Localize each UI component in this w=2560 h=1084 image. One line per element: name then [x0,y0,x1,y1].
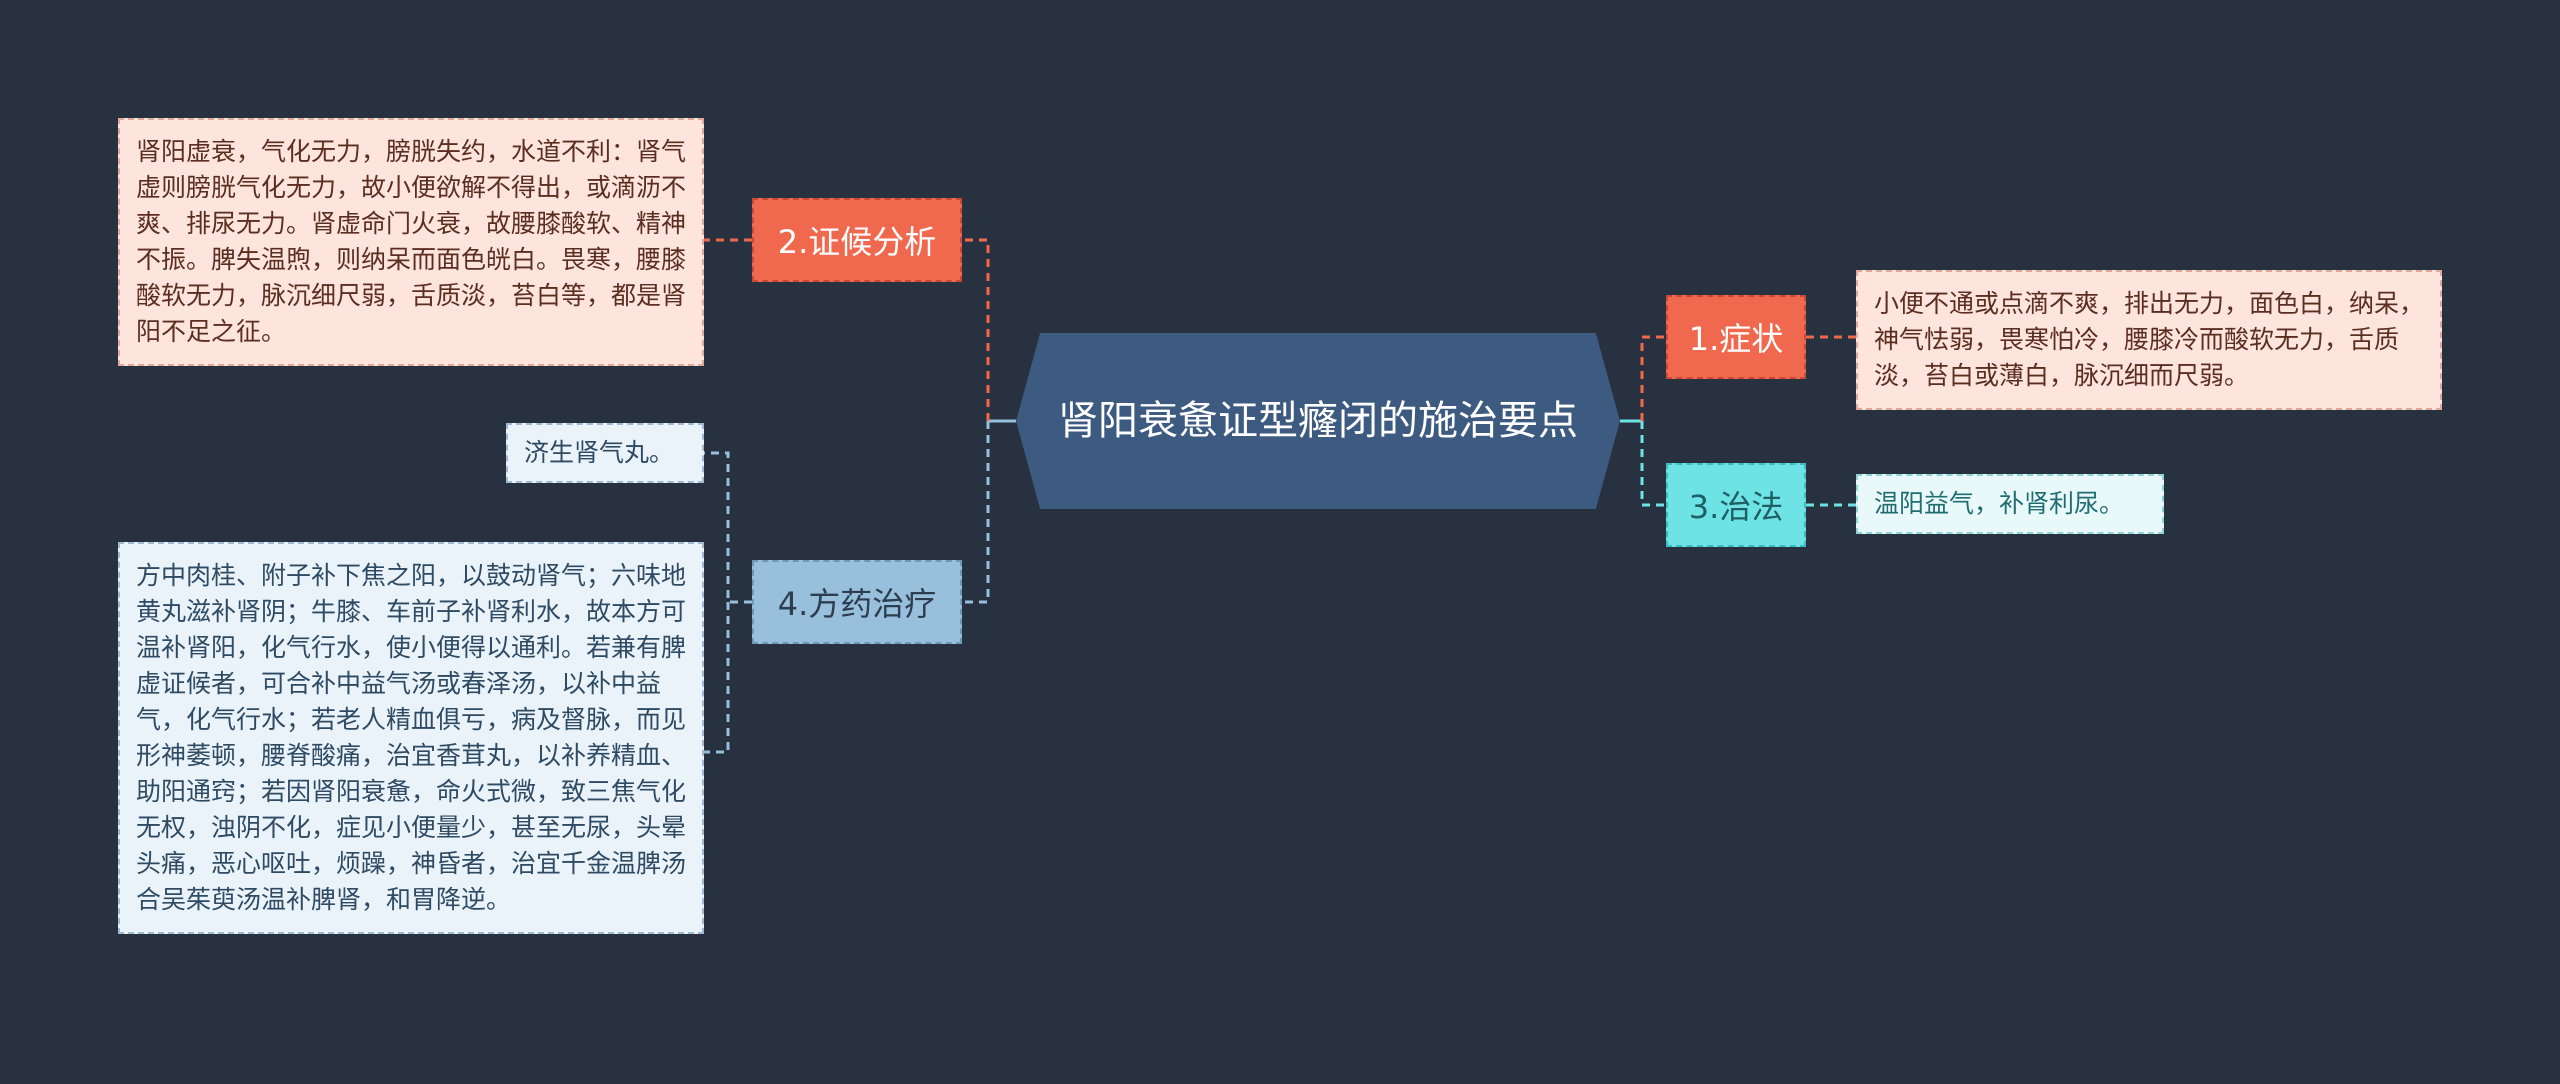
leaf-formula-name: 济生肾气丸。 [506,423,704,483]
branch-1-symptoms[interactable]: 1.症状 [1666,295,1806,379]
branch-4-treatment[interactable]: 4.方药治疗 [752,560,962,644]
branch-2-label: 2.证候分析 [777,223,937,261]
leaf-symptoms-text: 小便不通或点滴不爽，排出无力，面色白，纳呆，神气怯弱，畏寒怕冷，腰膝冷而酸软无力… [1856,270,2442,410]
central-topic-label: 肾阳衰惫证型癃闭的施治要点 [1058,398,1578,444]
central-topic[interactable]: 肾阳衰惫证型癃闭的施治要点 [1016,333,1620,509]
branch-3-label: 3.治法 [1688,488,1784,526]
leaf-formula-detail: 方中肉桂、附子补下焦之阳，以鼓动肾气；六味地黄丸滋补肾阴；牛膝、车前子补肾利水，… [118,542,704,934]
leaf-symptoms-label: 小便不通或点滴不爽，排出无力，面色白，纳呆，神气怯弱，畏寒怕冷，腰膝冷而酸软无力… [1874,289,2425,390]
branch-4-label: 4.方药治疗 [777,585,937,623]
branch-3-method[interactable]: 3.治法 [1666,463,1806,547]
leaf-method-label: 温阳益气，补肾利尿。 [1874,489,2125,518]
leaf-formula-name-label: 济生肾气丸。 [524,438,675,467]
leaf-formula-detail-label: 方中肉桂、附子补下焦之阳，以鼓动肾气；六味地黄丸滋补肾阴；牛膝、车前子补肾利水，… [136,561,687,914]
leaf-analysis-label: 肾阳虚衰，气化无力，膀胱失约，水道不利：肾气虚则膀胱气化无力，故小便欲解不得出，… [136,137,687,346]
branch-1-label: 1.症状 [1688,320,1784,358]
leaf-method-text: 温阳益气，补肾利尿。 [1856,474,2164,534]
leaf-analysis-text: 肾阳虚衰，气化无力，膀胱失约，水道不利：肾气虚则膀胱气化无力，故小便欲解不得出，… [118,118,704,366]
branch-2-analysis[interactable]: 2.证候分析 [752,198,962,282]
